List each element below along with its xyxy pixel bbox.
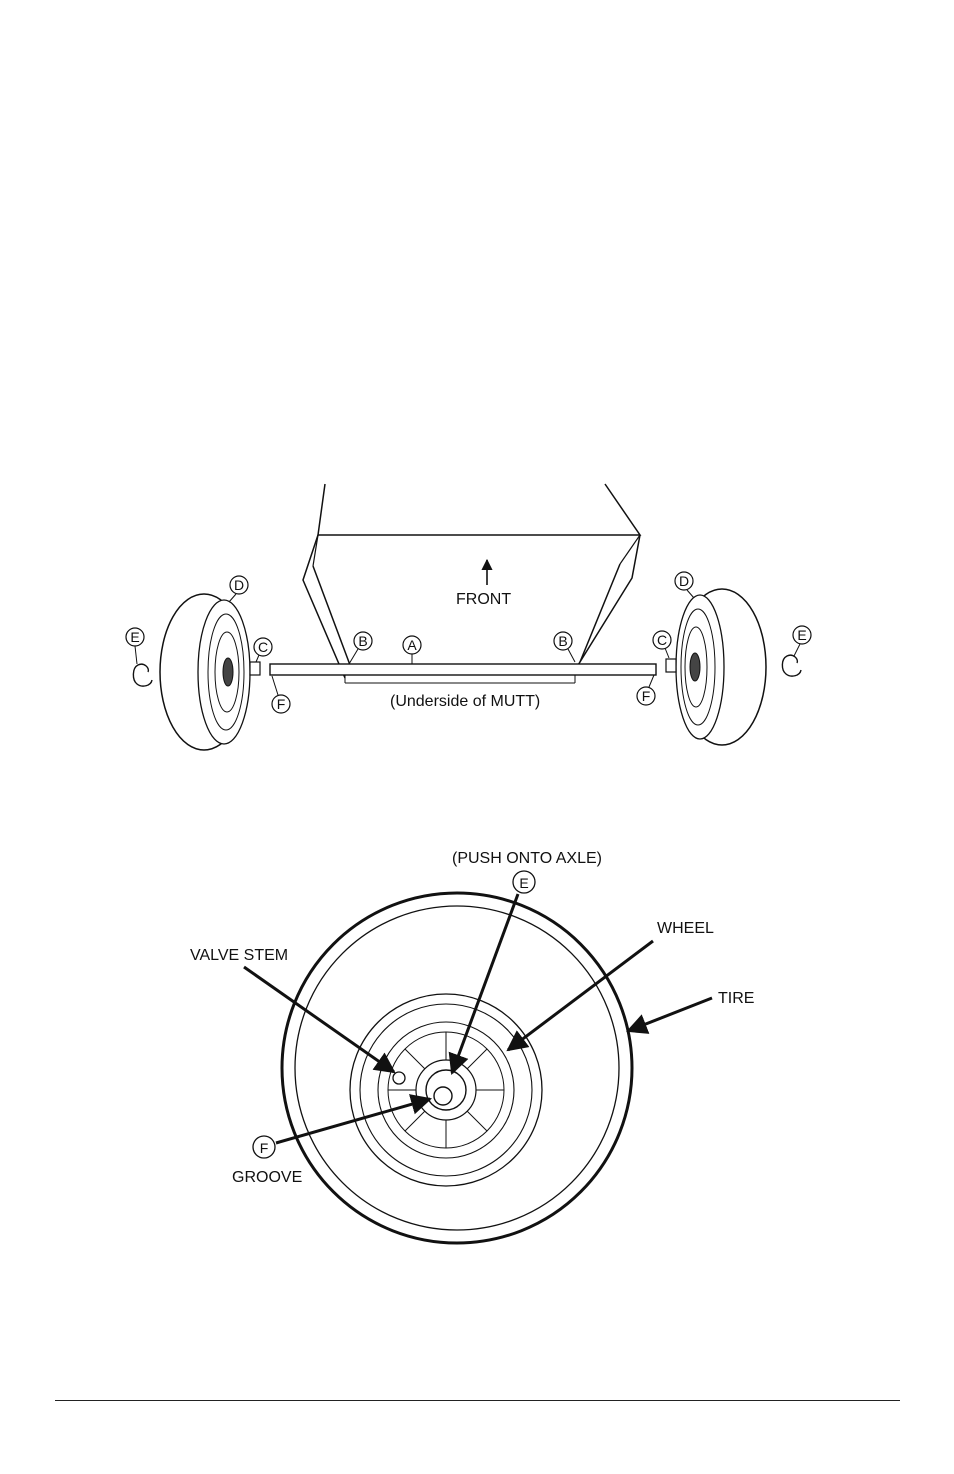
e-clip-right	[782, 655, 801, 676]
svg-text:B: B	[558, 633, 567, 649]
wheel-detail-figure: (PUSH ONTO AXLE) E WHEEL TIRE VALVE STEM…	[190, 850, 754, 1243]
left-wheel	[160, 594, 250, 750]
valve-stem-label: VALVE STEM	[190, 947, 288, 964]
tire-pointer-arrow	[628, 998, 712, 1031]
callout-f-detail: F	[253, 1136, 275, 1158]
svg-text:C: C	[657, 632, 667, 648]
callout-e-detail: E	[513, 871, 535, 893]
svg-text:F: F	[277, 696, 286, 712]
e-clip-left	[133, 664, 152, 686]
svg-text:C: C	[258, 639, 268, 655]
cart-frame	[303, 484, 640, 678]
axle	[270, 664, 656, 683]
svg-text:E: E	[519, 875, 528, 891]
right-wheel	[676, 589, 766, 745]
mutt-underside-figure: FRONT (Underside of MUTT) A B B	[126, 484, 811, 750]
svg-text:E: E	[797, 627, 806, 643]
callout-b-left: B	[349, 632, 372, 664]
front-label: FRONT	[456, 591, 511, 608]
callout-e-right: E	[793, 626, 811, 656]
footer-rule	[55, 1400, 900, 1401]
tire-label: TIRE	[718, 990, 754, 1007]
svg-text:F: F	[260, 1140, 269, 1156]
groove-label: GROOVE	[232, 1169, 302, 1186]
callout-a: A	[403, 636, 421, 664]
callout-b-right: B	[554, 632, 575, 662]
callout-f-right: F	[637, 675, 655, 705]
wheel-label: WHEEL	[657, 920, 714, 937]
callout-c-left: C	[254, 638, 272, 662]
callout-e-left: E	[126, 628, 144, 664]
push-onto-axle-label: (PUSH ONTO AXLE)	[452, 850, 602, 867]
callout-d-left: D	[229, 576, 248, 602]
tire-outer	[282, 893, 632, 1243]
svg-text:D: D	[234, 577, 244, 593]
spacer-right	[666, 659, 676, 672]
spacer-left	[250, 662, 260, 675]
svg-text:D: D	[679, 573, 689, 589]
callout-c-right: C	[653, 631, 671, 658]
callout-f-left: F	[272, 676, 290, 713]
callout-d-right: D	[675, 572, 694, 598]
svg-text:E: E	[130, 629, 139, 645]
svg-text:B: B	[358, 633, 367, 649]
svg-text:F: F	[642, 688, 651, 704]
valve-stem	[393, 1072, 405, 1084]
svg-text:A: A	[407, 637, 417, 653]
underside-label: (Underside of MUTT)	[390, 693, 540, 710]
